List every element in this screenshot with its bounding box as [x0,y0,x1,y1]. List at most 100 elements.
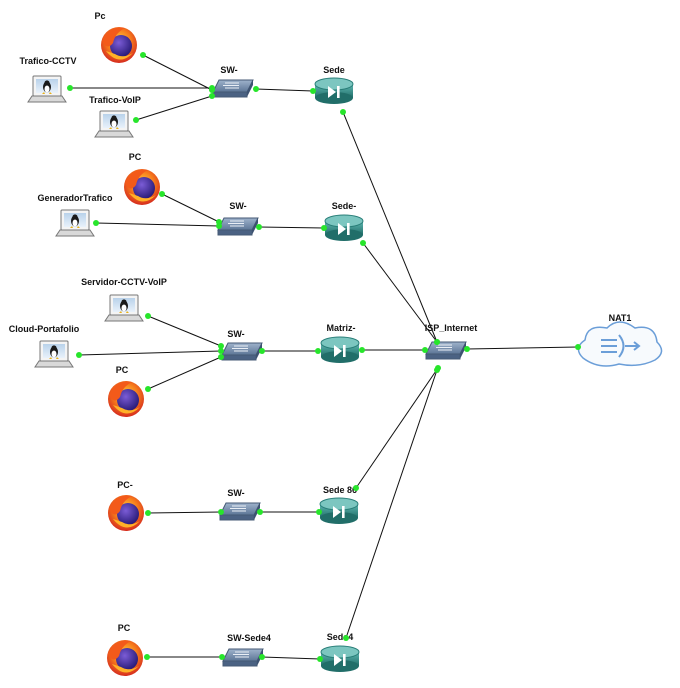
firefox-pc-icon [107,640,143,676]
port-dot [257,509,263,515]
node-label: SW- [227,329,244,339]
router-icon [319,497,359,524]
port-dot [310,88,316,94]
firefox-pc-icon [108,381,144,417]
node-label: SW- [220,65,237,75]
node-matriz[interactable]: Matriz- [320,323,360,363]
switch-icon [219,502,261,521]
node-sw_2[interactable]: SW- [217,201,259,236]
link-isp-nat[interactable] [466,346,579,350]
linux-computer-icon [55,209,95,237]
node-label: Cloud-Portafolio [9,324,80,334]
port-dot [218,354,224,360]
node-label: PC [129,152,142,162]
router-icon [320,645,360,672]
link-sede_4-isp[interactable] [345,369,438,639]
port-dot [253,86,259,92]
node-sw_5[interactable]: SW-Sede4 [222,633,271,667]
link-generador-sw_2[interactable] [95,222,220,227]
node-sede_1[interactable]: Sede [314,65,354,104]
node-label: GeneradorTrafico [37,193,113,203]
port-dot [218,509,224,515]
node-pc_5[interactable]: PC [107,623,143,676]
port-dot [316,509,322,515]
port-dot [145,510,151,516]
link-sede_3-isp[interactable] [355,367,439,489]
link-cloud-sw_3[interactable] [78,350,222,356]
port-dot [315,348,321,354]
node-nat[interactable]: NAT1 [577,313,663,367]
port-dot [464,346,470,352]
node-label: PC [116,365,129,375]
node-servidor[interactable]: Servidor-CCTV-VoIP [81,277,167,322]
switch-icon [212,79,254,98]
router-icon [320,336,360,363]
port-dot [317,656,323,662]
node-generador[interactable]: GeneradorTrafico [37,193,113,237]
port-dot [76,352,82,358]
port-dot [218,343,224,349]
link-sw_2-sede_2[interactable] [258,226,325,229]
port-dot [256,224,262,230]
node-sede_3[interactable]: Sede 86 [319,485,359,524]
port-dot [422,347,428,353]
node-sede_2[interactable]: Sede- [324,201,364,241]
ports-layer [67,52,581,662]
port-dot [144,654,150,660]
link-pc_4-sw_4[interactable] [147,511,222,514]
node-sw_4[interactable]: SW- [219,488,261,521]
switch-icon [425,341,467,360]
linux-computer-icon [34,340,74,368]
link-pc_1-sw_1[interactable] [142,54,213,91]
node-sw_1[interactable]: SW- [212,65,254,98]
port-dot [216,223,222,229]
port-dot [209,85,215,91]
node-label: Servidor-CCTV-VoIP [81,277,167,287]
linux-computer-icon [27,75,67,103]
port-dot [321,225,327,231]
port-dot [93,220,99,226]
node-label: Matriz- [327,323,356,333]
node-sw_3[interactable]: SW- [221,329,263,361]
node-label: NAT1 [609,313,632,323]
node-pc_4[interactable]: PC- [108,480,144,531]
port-dot [434,339,440,345]
node-label: SW- [227,488,244,498]
port-dot [133,117,139,123]
node-pc_3[interactable]: PC [108,365,144,417]
node-label: ISP_Internet [425,323,478,333]
port-dot [218,348,224,354]
node-isp[interactable]: ISP_Internet [425,323,478,360]
node-cloud[interactable]: Cloud-Portafolio [9,324,80,368]
nat-cloud-icon [577,321,663,367]
port-dot [145,386,151,392]
switch-icon [221,342,263,361]
link-servidor-sw_3[interactable] [147,315,222,347]
port-dot [67,85,73,91]
node-label: Sede4 [327,632,354,642]
link-trafico_voip-sw_1[interactable] [135,95,213,121]
link-sw_5-sede_4[interactable] [261,656,321,660]
link-sede_1-isp[interactable] [342,111,438,343]
node-label: PC- [117,480,133,490]
firefox-pc-icon [108,495,144,531]
port-dot [259,348,265,354]
node-label: Sede 86 [323,485,357,495]
port-dot [359,347,365,353]
switch-icon [217,217,259,236]
node-trafico_cctv[interactable]: Trafico-CCTV [19,56,77,103]
node-sede_4[interactable]: Sede4 [320,632,360,672]
link-sw_1-sede_1[interactable] [255,88,314,92]
firefox-pc-icon [124,169,160,205]
link-pc_2-sw_2[interactable] [161,193,220,223]
node-trafico_voip[interactable]: Trafico-VoIP [89,95,141,138]
node-label: Trafico-CCTV [19,56,76,66]
node-pc_1[interactable]: Pc [94,11,137,63]
node-pc_2[interactable]: PC [124,152,160,205]
node-label: SW-Sede4 [227,633,271,643]
link-pc_3-sw_3[interactable] [147,356,222,390]
link-sede_2-isp[interactable] [362,242,438,343]
port-dot [140,52,146,58]
linux-computer-icon [94,110,134,138]
